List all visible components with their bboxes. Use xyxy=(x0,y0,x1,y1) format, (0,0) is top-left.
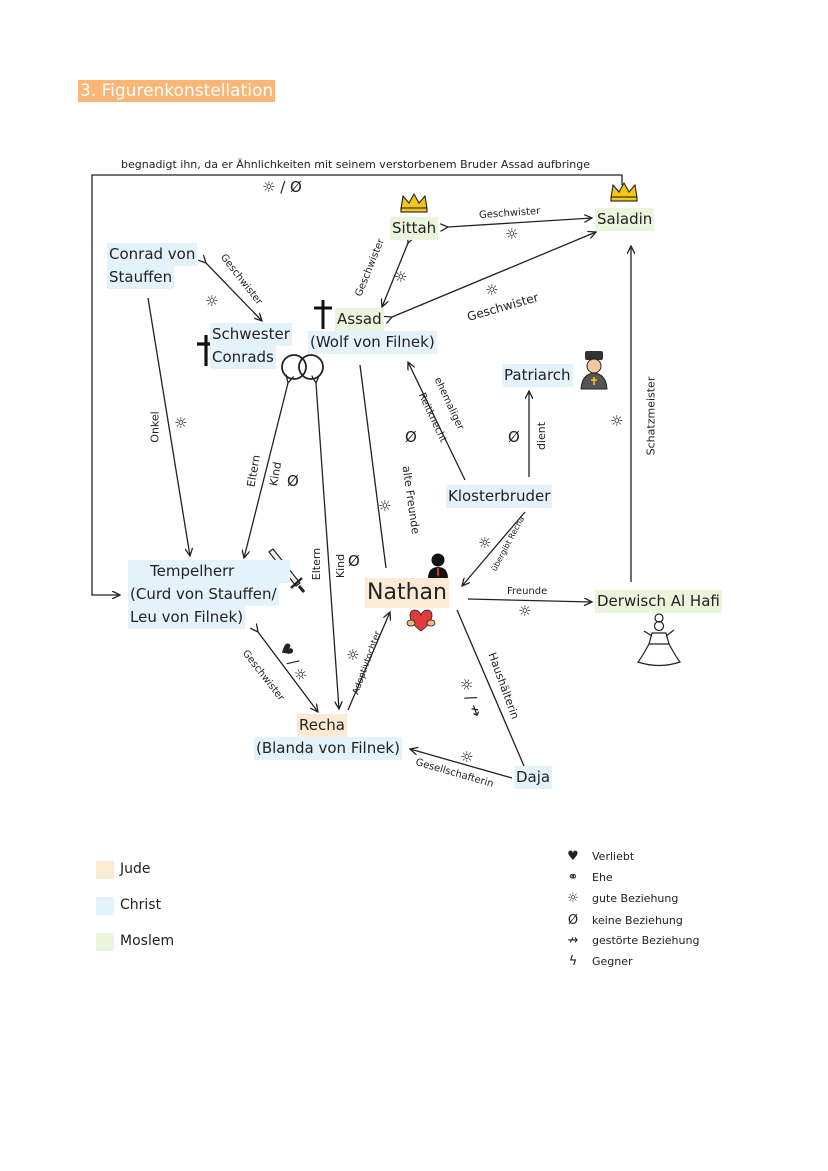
sun-icon: ☼ xyxy=(485,281,499,299)
node-patriarch: Patriarch xyxy=(502,364,573,387)
empty-set-icon: Ø xyxy=(567,913,579,928)
node-conrad-line1: Conrad von xyxy=(107,243,198,266)
page-title: 3. Figurenkonstellation xyxy=(78,80,276,102)
node-schwester-line1: Schwester xyxy=(210,323,292,346)
crown-icon xyxy=(610,181,638,202)
key-label-ehe: Ehe xyxy=(592,871,613,884)
sun-icon: ☼ xyxy=(610,412,624,430)
label-freunde: Freunde xyxy=(507,586,548,597)
sun-icon: ☼ xyxy=(346,646,360,664)
dervish-icon xyxy=(636,613,682,667)
node-tempelherr-line2: (Curd von Stauffen/ xyxy=(128,583,279,606)
node-saladin: Saladin xyxy=(595,208,655,231)
key-label-gute-beziehung: gute Beziehung xyxy=(592,892,679,905)
node-conrad-line2: Stauffen xyxy=(107,266,175,289)
node-recha-line1: Recha xyxy=(297,714,347,737)
node-derwisch: Derwisch Al Hafi xyxy=(595,590,722,613)
node-daja: Daja xyxy=(514,766,553,789)
key-label-gestoerte-beziehung: gestörte Beziehung xyxy=(592,934,700,947)
empty-set-icon: Ø xyxy=(405,428,417,446)
edge-reitknecht xyxy=(408,362,466,481)
node-schwester-line2: Conrads xyxy=(210,346,276,369)
edge-eltern-tempelherr xyxy=(244,383,288,558)
sun-icon: ☼ xyxy=(567,891,579,906)
legend-swatch-moslem xyxy=(96,933,114,951)
label-dient: dient xyxy=(535,421,549,451)
crown-icon xyxy=(400,192,428,213)
edge-eltern-recha xyxy=(316,383,339,709)
legend-label-moslem: Moslem xyxy=(120,933,175,949)
node-sittah: Sittah xyxy=(390,217,439,240)
empty-set-icon: Ø xyxy=(508,428,520,446)
heart-icon: ♥ xyxy=(567,849,579,864)
empty-set-icon: Ø xyxy=(348,552,360,570)
edge-alte-freunde xyxy=(359,364,387,569)
top-caption: begnadigt ihn, da er Ähnlichkeiten mit s… xyxy=(121,158,590,171)
node-assad-line2: (Wolf von Filnek) xyxy=(308,331,437,354)
top-symbols: ☼ / Ø xyxy=(262,178,302,196)
sun-icon: ☼ xyxy=(478,534,492,552)
key-label-verliebt: Verliebt xyxy=(592,850,635,863)
edge-freunde xyxy=(467,599,592,602)
edge-uebergibt xyxy=(462,511,526,586)
node-klosterbruder: Klosterbruder xyxy=(446,485,553,508)
node-assad-line1: Assad xyxy=(335,308,384,331)
heart-hug-icon xyxy=(406,609,436,632)
edge-sittah-saladin xyxy=(448,218,592,227)
label-onkel: Onkel xyxy=(148,411,162,443)
edge-assad-saladin xyxy=(392,232,596,317)
key-label-gegner: Gegner xyxy=(592,955,633,968)
cross-icon xyxy=(314,300,332,329)
edge-haushaelterin xyxy=(456,609,525,767)
legend-swatch-jude xyxy=(96,861,114,879)
lightning-icon: ϟ xyxy=(568,954,578,969)
edge-conrad-schwester xyxy=(206,263,262,321)
legend-swatch-christ xyxy=(96,897,114,915)
person-icon xyxy=(428,553,448,579)
sun-icon: ☼ xyxy=(394,268,408,286)
sun-icon: ☼ xyxy=(174,414,188,432)
rings-icon xyxy=(281,354,324,380)
edge-gesellschafterin xyxy=(410,749,513,779)
blocked-arrow-icon: ↛ xyxy=(567,933,579,948)
sun-icon: ☼ xyxy=(518,602,532,620)
edge-onkel xyxy=(147,297,190,556)
rings-icon: ⚭ xyxy=(567,870,579,885)
empty-set-icon: Ø xyxy=(287,472,299,490)
edge-tempelherr-recha xyxy=(258,632,318,712)
node-tempelherr-line3: Leu von Filnek) xyxy=(128,606,246,629)
node-nathan: Nathan xyxy=(365,578,449,608)
label-eltern-2: Eltern xyxy=(310,547,324,581)
label-kind-2: Kind xyxy=(334,553,348,579)
sun-icon: ☼ xyxy=(460,748,474,766)
key-label-keine-beziehung: keine Beziehung xyxy=(592,914,683,927)
edge-begnadigt xyxy=(91,174,623,595)
sun-icon: ☼ xyxy=(205,292,219,310)
sun-icon: ☼ xyxy=(378,497,392,515)
legend-label-christ: Christ xyxy=(120,897,162,913)
node-recha-line2: (Blanda von Filnek) xyxy=(254,737,402,760)
edge-adoptivtochter xyxy=(347,612,390,711)
node-tempelherr-line1: Tempelherr xyxy=(128,560,290,583)
sun-icon: ☼ xyxy=(505,225,519,243)
priest-icon xyxy=(580,351,608,390)
legend-label-jude: Jude xyxy=(120,861,151,877)
label-schatzmeister: Schatzmeister xyxy=(644,376,658,456)
